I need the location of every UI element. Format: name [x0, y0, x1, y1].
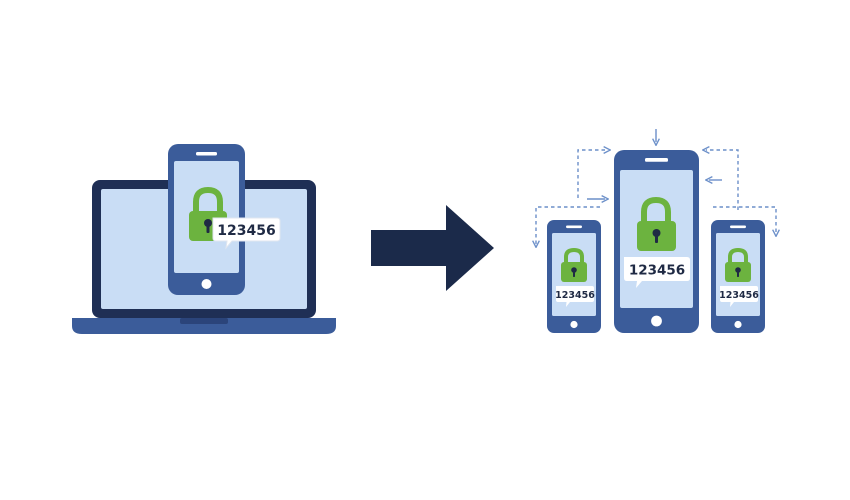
target-code-text-left: 123456: [555, 290, 595, 301]
target-code-bubble-center: 123456: [624, 257, 690, 288]
target-lock-icon-left: [561, 247, 587, 282]
dashed-sync-arrow-icon: [536, 129, 776, 244]
right-arrow-icon: [371, 205, 494, 291]
target-code-bubble-left: 123456: [555, 286, 595, 307]
target-code-bubble-right: 123456: [719, 286, 759, 307]
source-code-text: 123456: [217, 223, 275, 239]
target-lock-icon-right: [725, 247, 751, 282]
target-code-text-right: 123456: [719, 290, 759, 301]
target-lock-icon-center: [637, 196, 676, 251]
target-code-text-center: 123456: [629, 263, 685, 279]
source-code-bubble: 123456: [212, 217, 281, 250]
